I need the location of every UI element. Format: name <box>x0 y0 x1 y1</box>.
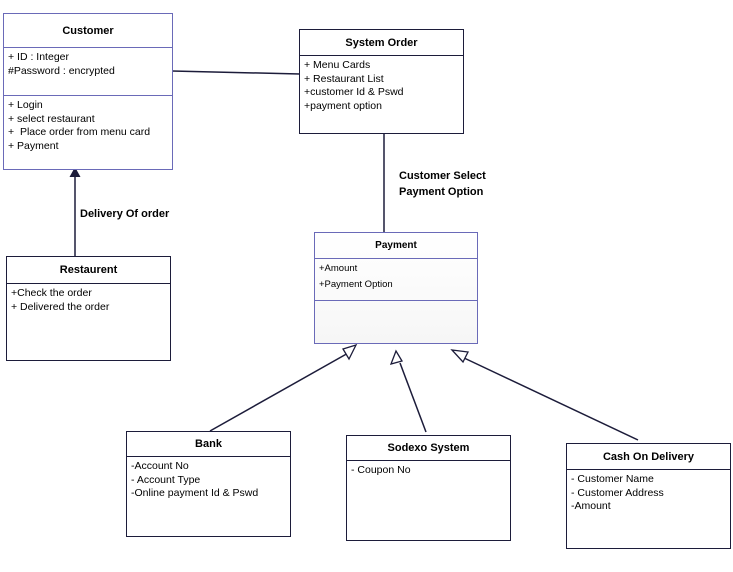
customer-operation: + select restaurant <box>8 112 95 125</box>
customer-class-title: Customer <box>4 14 172 48</box>
bank-attributes: -Account No - Account Type -Online payme… <box>127 457 290 504</box>
customer-select-payment-option-label: Customer Select Payment Option <box>399 170 486 198</box>
customer-attribute: #Password : encrypted <box>8 64 115 77</box>
customer-operations: + Login + select restaurant + Place orde… <box>4 96 172 156</box>
customer-attributes: + ID : Integer #Password : encrypted <box>4 48 172 96</box>
customer-operation: + Payment <box>8 139 59 152</box>
restaurent-attributes: +Check the order + Delivered the order <box>7 284 170 317</box>
system-order-attribute: + Restaurant List <box>304 72 384 85</box>
cash-on-delivery-attributes: - Customer Name - Customer Address -Amou… <box>567 470 730 517</box>
customer-operation: + Login <box>8 99 43 111</box>
system-order-class-title: System Order <box>300 30 463 56</box>
cod-generalization-line <box>461 356 639 441</box>
sodexo-system-attributes: - Coupon No <box>347 461 510 481</box>
restaurent-attribute: + Delivered the order <box>11 300 110 313</box>
cash-on-delivery-class-title: Cash On Delivery <box>567 444 730 470</box>
sodexo-generalization-line <box>399 362 427 433</box>
payment-attributes: +Amount +Payment Option <box>315 259 477 301</box>
sodexo-system-class[interactable]: Sodexo System - Coupon No <box>346 435 511 541</box>
payment-operations <box>315 301 477 307</box>
delivery-arrowhead <box>69 167 81 177</box>
customer-class[interactable]: Customer + ID : Integer #Password : encr… <box>3 13 173 170</box>
bank-class-title: Bank <box>127 432 290 457</box>
bank-generalization-arrowhead <box>342 343 358 361</box>
delivery-of-order-label: Delivery Of order <box>80 208 170 220</box>
cash-on-delivery-attribute: - Customer Address <box>571 486 664 499</box>
cod-generalization-arrowhead <box>450 349 469 364</box>
customer-attribute: + ID : Integer <box>8 51 69 63</box>
customer-system-order-association <box>171 70 301 75</box>
restaurent-class-title: Restaurent <box>7 257 170 284</box>
system-order-attribute: +customer Id & Pswd <box>304 86 404 98</box>
bank-attribute: -Online payment Id & Pswd <box>131 487 259 499</box>
system-order-class[interactable]: System Order + Menu Cards + Restaurant L… <box>299 29 464 134</box>
sodexo-system-attribute: - Coupon No <box>351 464 411 476</box>
cash-on-delivery-attribute: -Amount <box>571 500 611 512</box>
system-order-attributes: + Menu Cards + Restaurant List +customer… <box>300 56 463 116</box>
bank-attribute: -Account No <box>131 460 189 472</box>
restaurent-class[interactable]: Restaurent +Check the order + Delivered … <box>6 256 171 361</box>
payment-attribute: +Payment Option <box>319 279 393 290</box>
system-order-attribute: + Menu Cards <box>304 59 371 71</box>
bank-class[interactable]: Bank -Account No - Account Type -Online … <box>126 431 291 537</box>
payment-class[interactable]: Payment +Amount +Payment Option <box>314 232 478 344</box>
payment-attribute: +Amount <box>319 263 358 274</box>
bank-generalization-line <box>209 351 351 432</box>
sodexo-generalization-arrowhead <box>389 349 403 365</box>
cash-on-delivery-class[interactable]: Cash On Delivery - Customer Name - Custo… <box>566 443 731 549</box>
sodexo-system-class-title: Sodexo System <box>347 436 510 461</box>
bank-attribute: - Account Type <box>131 473 201 486</box>
customer-operation: + Place order from menu card <box>8 126 151 138</box>
system-order-attribute: +payment option <box>304 99 382 112</box>
payment-class-title: Payment <box>315 233 477 259</box>
cash-on-delivery-attribute: - Customer Name <box>571 473 654 485</box>
restaurent-attribute: +Check the order <box>11 287 92 299</box>
